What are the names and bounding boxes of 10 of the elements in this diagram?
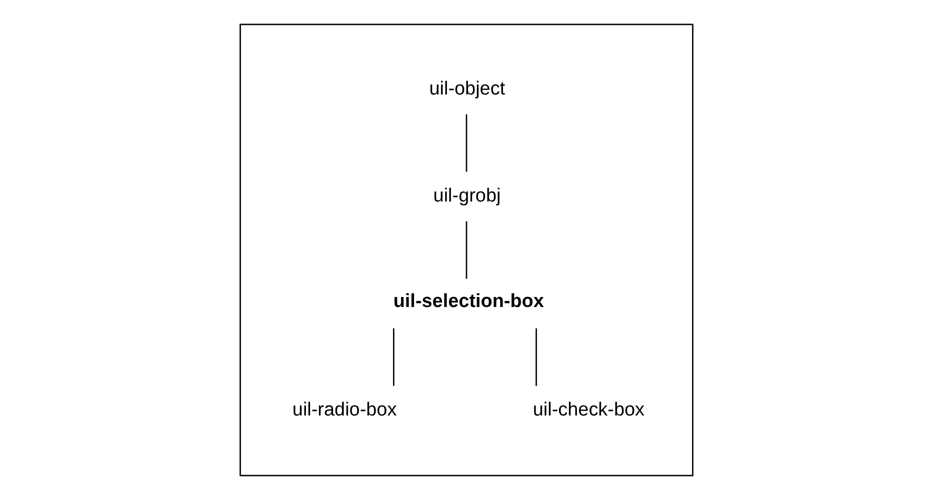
- connector: [466, 114, 468, 172]
- node-text: uil-check-box: [532, 400, 645, 421]
- connector: [466, 221, 468, 279]
- connector: [393, 328, 394, 386]
- cluster: [240, 24, 694, 476]
- connector: [536, 328, 537, 386]
- node-text: uil-radio-box: [292, 400, 397, 421]
- node-text: uil-grobj: [433, 186, 501, 206]
- node-text: uil-object: [429, 78, 506, 100]
- node-text: uil-selection-box: [393, 291, 544, 312]
